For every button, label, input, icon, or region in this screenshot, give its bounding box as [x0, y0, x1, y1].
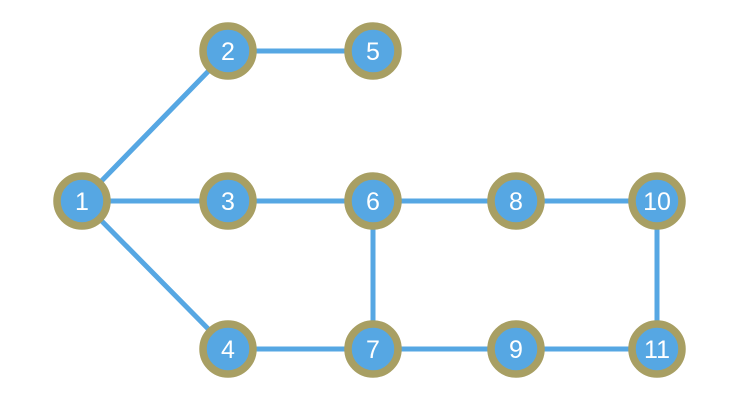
node-label: 2: [221, 38, 235, 66]
node-circle: [344, 172, 402, 230]
node-circle: [628, 320, 686, 378]
edge-1-2: [79, 48, 231, 204]
node-circle: [628, 172, 686, 230]
node-label: 9: [509, 336, 523, 364]
node-label: 1: [75, 188, 89, 216]
node-circle: [199, 172, 257, 230]
node-5: 5: [344, 22, 402, 80]
node-11: 11: [628, 320, 686, 378]
node-label: 10: [643, 188, 671, 216]
node-circle: [487, 172, 545, 230]
node-label: 7: [366, 336, 380, 364]
node-1: 1: [53, 172, 111, 230]
edge-1-4: [79, 198, 231, 352]
node-circle: [199, 22, 257, 80]
node-label: 4: [221, 336, 235, 364]
node-4: 4: [199, 320, 257, 378]
node-circle: [344, 320, 402, 378]
node-8: 8: [487, 172, 545, 230]
node-6: 6: [344, 172, 402, 230]
node-3: 3: [199, 172, 257, 230]
node-circle: [487, 320, 545, 378]
node-circle: [344, 22, 402, 80]
node-label: 11: [644, 336, 670, 364]
node-label: 3: [221, 188, 235, 216]
node-label: 6: [366, 188, 380, 216]
node-7: 7: [344, 320, 402, 378]
node-9: 9: [487, 320, 545, 378]
node-circle: [199, 320, 257, 378]
node-label: 8: [509, 188, 523, 216]
node-circle: [53, 172, 111, 230]
node-10: 10: [628, 172, 686, 230]
node-label: 5: [366, 38, 380, 66]
node-2: 2: [199, 22, 257, 80]
nodes-layer: 1 2 3 4 5 6 7 8 9 10 11: [53, 22, 686, 378]
